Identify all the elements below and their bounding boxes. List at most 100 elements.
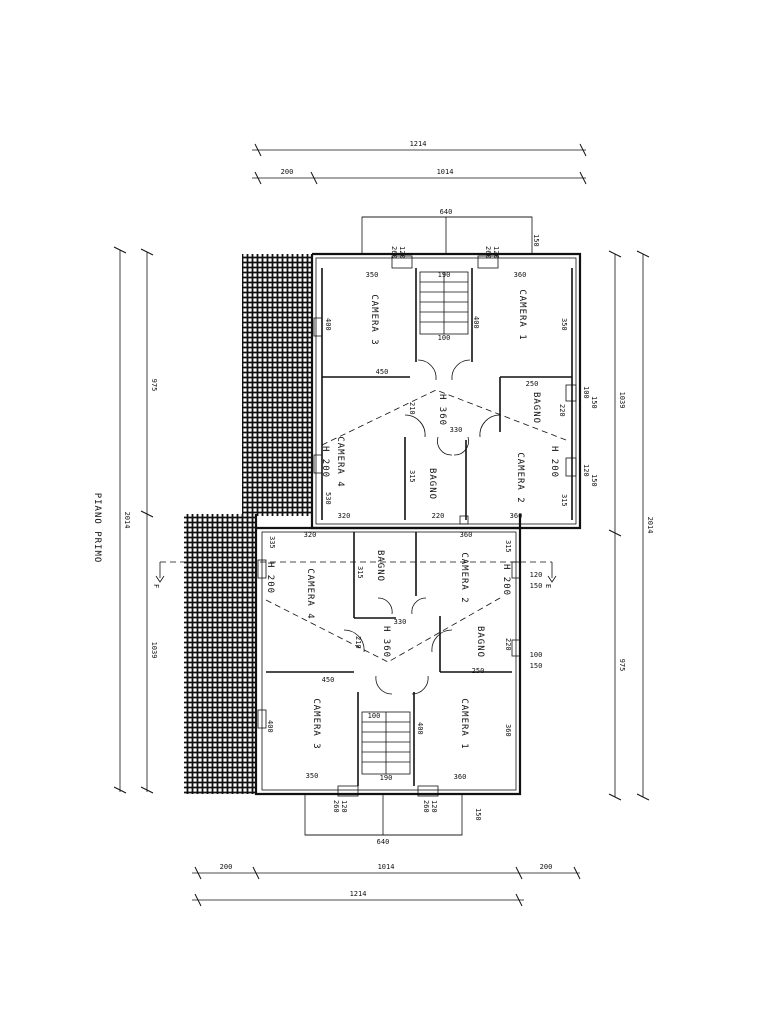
- dim-left-lower: 1039: [150, 642, 158, 659]
- room-upper-bagno-2: BAGNO: [427, 468, 437, 500]
- lower-num-5: 315: [504, 540, 512, 553]
- upper-num-19: 330: [450, 426, 463, 434]
- upper-num-12: 350: [560, 318, 568, 331]
- upper-num-18: 220: [558, 404, 566, 417]
- lower-num-8: 330: [394, 618, 407, 626]
- lower-num-4: 315: [356, 566, 364, 579]
- upper-unit-walls: [310, 216, 582, 530]
- room-lower-bagno-1: BAGNO: [375, 550, 385, 582]
- upper-num-16: 150: [590, 396, 598, 409]
- dim-top-balcony: 640: [440, 208, 453, 216]
- room-upper-camera-1: CAMERA 1: [517, 289, 527, 340]
- lower-num-12: 150: [530, 662, 543, 670]
- height-lower-left: H 200: [265, 562, 275, 594]
- lower-num-2: 360: [460, 531, 473, 539]
- upper-num-6: 350: [366, 271, 379, 279]
- upper-num-22: 120: [582, 464, 590, 477]
- lower-num-17: 360: [504, 724, 512, 737]
- room-upper-camera-3: CAMERA 3: [369, 294, 379, 345]
- roof-hatch-lower: [184, 514, 256, 794]
- upper-num-4: 120: [492, 246, 500, 259]
- height-upper-hall: H 360: [437, 394, 447, 426]
- section-marks: F E: [152, 562, 557, 588]
- lower-num-16: 400: [266, 720, 274, 733]
- room-upper-camera-4: CAMERA 4: [335, 436, 345, 487]
- upper-unit-labels: CAMERA 3 CAMERA 1 BAGNO CAMERA 4 BAGNO C…: [320, 234, 598, 520]
- sheet-title: PIANO PRIMO: [92, 493, 102, 564]
- height-upper-right: H 200: [549, 446, 559, 478]
- upper-num-25: 320: [338, 512, 351, 520]
- upper-num-10: 100: [438, 334, 451, 342]
- lower-num-15: 100: [368, 712, 381, 720]
- lower-num-19: 350: [306, 772, 319, 780]
- lower-num-18: 400: [416, 722, 424, 735]
- room-lower-camera-1: CAMERA 1: [459, 698, 469, 749]
- section-mark-right: E: [544, 584, 552, 588]
- upper-num-1: 260: [390, 246, 398, 259]
- room-lower-bagno-2: BAGNO: [475, 626, 485, 658]
- upper-num-13: 450: [376, 368, 389, 376]
- height-lower-right: H 200: [501, 564, 511, 596]
- room-lower-camera-3: CAMERA 3: [311, 698, 321, 749]
- upper-num-3: 260: [484, 246, 492, 259]
- lower-num-9: 210: [354, 636, 362, 649]
- lower-num-10: 220: [504, 638, 512, 651]
- lower-num-23: 120: [340, 800, 348, 813]
- dim-top-main: 1014: [437, 168, 454, 176]
- room-upper-camera-2: CAMERA 2: [515, 452, 525, 503]
- top-dimensions: 1214 200 1014 640: [252, 140, 587, 218]
- upper-num-21: 530: [324, 492, 332, 505]
- lower-unit-labels: BAGNO CAMERA 2 CAMERA 4 BAGNO CAMERA 3 C…: [265, 531, 542, 821]
- section-mark-left: F: [152, 584, 160, 588]
- dim-left-upper: 975: [150, 379, 158, 392]
- dim-top-left: 200: [281, 168, 294, 176]
- lower-num-25: 120: [430, 800, 438, 813]
- room-upper-bagno-1: BAGNO: [531, 392, 541, 424]
- dim-bottom-right: 200: [540, 863, 553, 871]
- lower-unit-walls: [160, 514, 552, 836]
- dim-right-upper: 1039: [618, 392, 626, 409]
- lower-num-1: 320: [304, 531, 317, 539]
- lower-num-11: 100: [530, 651, 543, 659]
- lower-num-6: 120: [530, 571, 543, 579]
- upper-num-8: 360: [514, 271, 527, 279]
- upper-num-14: 250: [526, 380, 539, 388]
- lower-num-13: 450: [322, 676, 335, 684]
- room-lower-camera-4: CAMERA 4: [305, 568, 315, 619]
- upper-num-7: 190: [438, 271, 451, 279]
- upper-num-15: 100: [582, 386, 590, 399]
- lower-num-26: 150: [474, 808, 482, 821]
- height-upper-left: H 200: [320, 446, 330, 478]
- lower-num-24: 260: [422, 800, 430, 813]
- upper-num-26: 220: [432, 512, 445, 520]
- right-dimensions: 1039 975 2014: [608, 250, 654, 801]
- upper-num-27: 360: [510, 512, 523, 520]
- upper-num-2: 120: [398, 246, 406, 259]
- lower-num-22: 260: [332, 800, 340, 813]
- dim-right-lower: 975: [618, 659, 626, 672]
- upper-num-24: 315: [560, 494, 568, 507]
- dim-right-total: 2014: [646, 517, 654, 534]
- room-lower-camera-2: CAMERA 2: [459, 552, 469, 603]
- lower-num-21: 360: [454, 773, 467, 781]
- upper-num-9: 400: [324, 318, 332, 331]
- upper-num-20: 315: [408, 470, 416, 483]
- left-dimensions: 975 1039 2014: [113, 246, 158, 794]
- roof-hatch-upper: [242, 254, 312, 516]
- upper-num-11: 400: [472, 316, 480, 329]
- dim-bottom-main: 1014: [378, 863, 395, 871]
- dim-left-total: 2014: [123, 512, 131, 529]
- lower-num-20: 190: [380, 774, 393, 782]
- height-lower-hall: H 360: [381, 626, 391, 658]
- lower-num-14: 250: [472, 667, 485, 675]
- upper-num-23: 150: [590, 474, 598, 487]
- dim-top-total: 1214: [410, 140, 427, 148]
- dim-bottom-balcony: 640: [377, 838, 390, 846]
- dim-bottom-left: 200: [220, 863, 233, 871]
- dim-bottom-total: 1214: [350, 890, 367, 898]
- upper-num-17: 210: [408, 402, 416, 415]
- bottom-dimensions: 640 200 1014 200 1214: [192, 834, 581, 907]
- lower-num-7: 150: [530, 582, 543, 590]
- lower-num-3: 335: [268, 536, 276, 549]
